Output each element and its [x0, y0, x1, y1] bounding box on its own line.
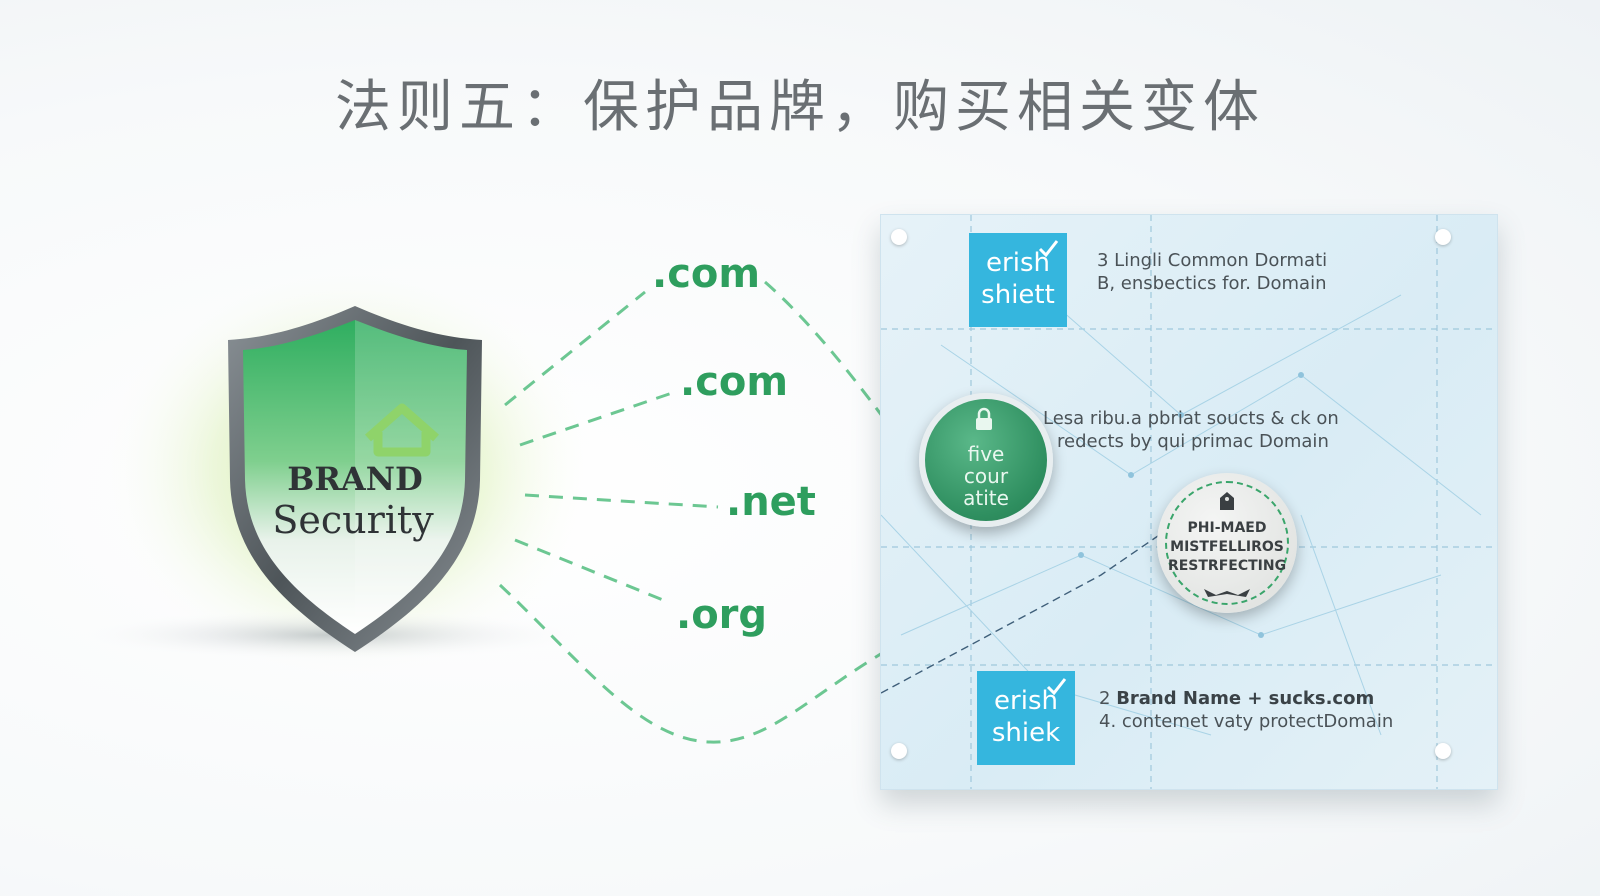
ribbon-icon — [1204, 589, 1250, 597]
panel-network-lines — [881, 215, 1497, 789]
pin-bottom-right — [1435, 743, 1451, 759]
house-icon — [365, 403, 439, 457]
pin-top-left — [891, 229, 907, 245]
text-bottom-bold: Brand Name + sucks.com — [1116, 688, 1375, 709]
text-top-line1: 3 Lingli Common Dormati — [1097, 250, 1328, 271]
shield-line2: Security — [272, 498, 434, 542]
logo-bottom-line1: erish — [994, 686, 1058, 716]
badge-grey-line3: RESTRFECTING — [1167, 558, 1287, 574]
logo-top-line1: erish — [986, 248, 1050, 278]
shield-line1: BRAND — [287, 460, 422, 498]
text-bottom-prefix: 2 — [1099, 688, 1117, 709]
check-icon — [1038, 240, 1059, 258]
pin-bottom-left — [891, 743, 907, 759]
logo-top: erish shiett — [969, 233, 1067, 327]
badge-grey-ring — [1165, 481, 1289, 605]
text-bottom-line2: 4. contemet vaty protectDomain — [1099, 711, 1394, 732]
text-top-line2: B, ensbectics for. Domain — [1097, 273, 1327, 294]
badge-green-line2: cour — [963, 464, 1009, 488]
lock-icon — [976, 407, 992, 430]
logo-bottom: erish shiek — [977, 671, 1075, 765]
domain-label-net: .net — [726, 479, 816, 525]
check-icon — [1046, 678, 1067, 696]
badge-grey-line2: MISTFELLIROS — [1170, 539, 1284, 555]
page-title: 法则五：保护品牌，购买相关变体 — [335, 75, 1265, 140]
logo-bottom-line2: shiek — [991, 718, 1061, 748]
text-mid-line1: Lesa ribu.a pbriat soucts & ck on — [1043, 408, 1339, 429]
connector-com-2 — [519, 391, 673, 447]
text-mid: Lesa ribu.a pbriat soucts & ck on redect… — [1043, 407, 1339, 453]
connector-com-1 — [504, 290, 646, 407]
badge-grey: PHI-MAED MISTFELLIROS RESTRFECTING — [1157, 473, 1297, 613]
badge-green-line1: five — [967, 442, 1005, 466]
text-mid-line2: redects by qui primac Domain — [1057, 431, 1329, 452]
domain-label-org: .org — [676, 592, 767, 638]
connector-org — [514, 538, 669, 604]
connector-net — [524, 493, 719, 509]
domain-label-com-2: .com — [680, 359, 788, 405]
domain-info-panel: erish shiett 3 Lingli Common Dormati B, … — [880, 214, 1498, 790]
tag-icon — [1220, 492, 1234, 510]
badge-green-line3: atite — [963, 486, 1009, 510]
text-top: 3 Lingli Common Dormati B, ensbectics fo… — [1097, 249, 1327, 295]
badge-green: five cour atite — [919, 393, 1053, 527]
connector-top-right — [764, 280, 902, 441]
shield-icon: BRAND Security — [228, 306, 482, 652]
badge-grey-line1: PHI-MAED — [1187, 520, 1267, 536]
text-bottom: 2 Brand Name + sucks.com 4. contemet vat… — [1099, 687, 1393, 733]
pin-top-right — [1435, 229, 1451, 245]
domain-label-com-1: .com — [652, 251, 760, 297]
logo-top-line2: shiett — [981, 280, 1055, 310]
